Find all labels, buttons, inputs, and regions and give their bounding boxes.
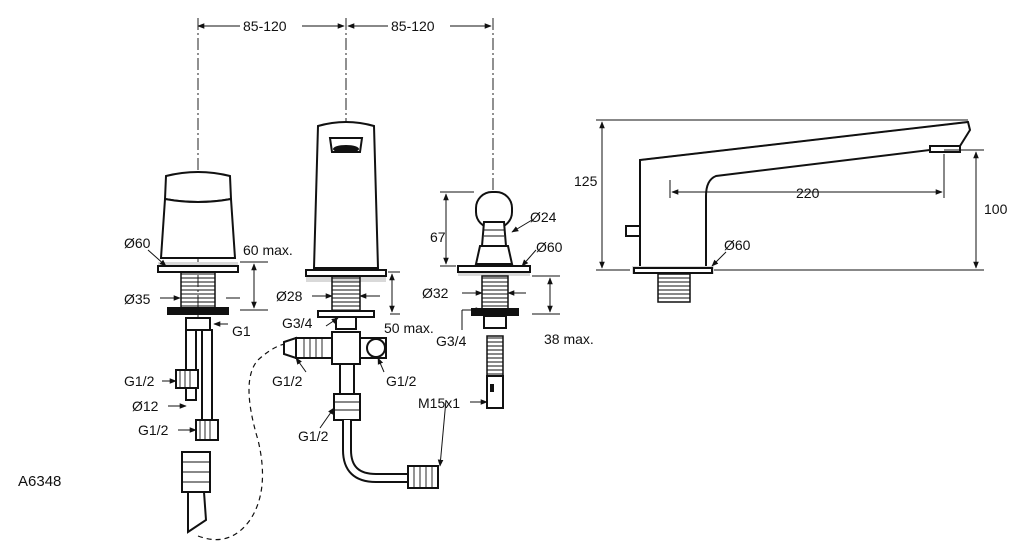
right-diameter-24: Ø24	[530, 209, 557, 225]
top-spacing-dimensions: 85-120 85-120	[197, 18, 494, 190]
spacing-right-label: 85-120	[391, 18, 435, 34]
right-diameter-32: Ø32	[422, 285, 449, 301]
middle-max-50: 50 max.	[384, 320, 434, 336]
spout-height-125: 125	[574, 173, 598, 189]
middle-diameter-28: Ø28	[276, 288, 303, 304]
middle-thread-g12-left: G1/2	[272, 373, 303, 389]
left-thread-g1: G1	[232, 323, 251, 339]
spacing-left-label: 85-120	[243, 18, 287, 34]
right-height-67: 67	[430, 229, 446, 245]
left-thread-g12-lower: G1/2	[138, 422, 169, 438]
left-diameter-12: Ø12	[132, 398, 159, 414]
right-max-38: 38 max.	[544, 331, 594, 347]
left-diameter-60: Ø60	[124, 235, 151, 251]
left-max-60: 60 max.	[243, 242, 293, 258]
middle-thread-g12-lower: G1/2	[298, 428, 329, 444]
middle-mixer-body	[283, 121, 447, 489]
spout-diameter-60: Ø60	[724, 237, 751, 253]
middle-thread-g12-right: G1/2	[386, 373, 417, 389]
spout-side-view	[596, 119, 984, 303]
drawing-code: A6348	[18, 473, 61, 490]
left-thread-g12-upper: G1/2	[124, 373, 155, 389]
left-valve	[147, 171, 297, 541]
spout-height-100: 100	[984, 201, 1008, 217]
left-diameter-35: Ø35	[124, 291, 151, 307]
right-diameter-60: Ø60	[536, 239, 563, 255]
right-thread-g34: G3/4	[436, 333, 467, 349]
spout-length-220: 220	[796, 185, 820, 201]
middle-thread-g34: G3/4	[282, 315, 313, 331]
right-thread-m15: M15x1	[418, 395, 460, 411]
right-diverter	[440, 191, 560, 409]
